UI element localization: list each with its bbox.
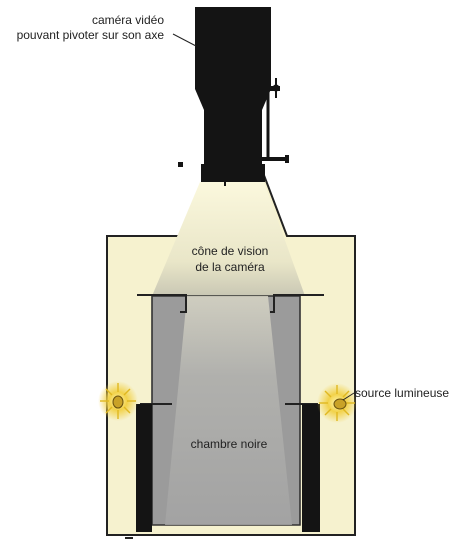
cone-label-line1: cône de vision — [191, 244, 269, 258]
camera-label-line2: pouvant pivoter sur son axe — [16, 28, 164, 42]
video-camera — [178, 7, 289, 186]
light-source-leader-line — [342, 392, 355, 401]
vision-cone — [152, 182, 305, 296]
cone-label-line2: de la caméra — [195, 260, 265, 274]
light-source-label: source lumineuse — [355, 386, 450, 400]
right-light-source — [317, 383, 357, 423]
vision-beam — [165, 296, 292, 525]
camera-label-line1: caméra vidéo — [91, 13, 164, 27]
left-side-block — [136, 404, 152, 532]
dark-chamber-label: chambre noire — [190, 437, 268, 451]
camera-leader-line — [172, 33, 197, 47]
right-side-block — [302, 404, 320, 532]
left-light-source — [98, 381, 138, 421]
chamber-top-shelf — [137, 294, 324, 313]
